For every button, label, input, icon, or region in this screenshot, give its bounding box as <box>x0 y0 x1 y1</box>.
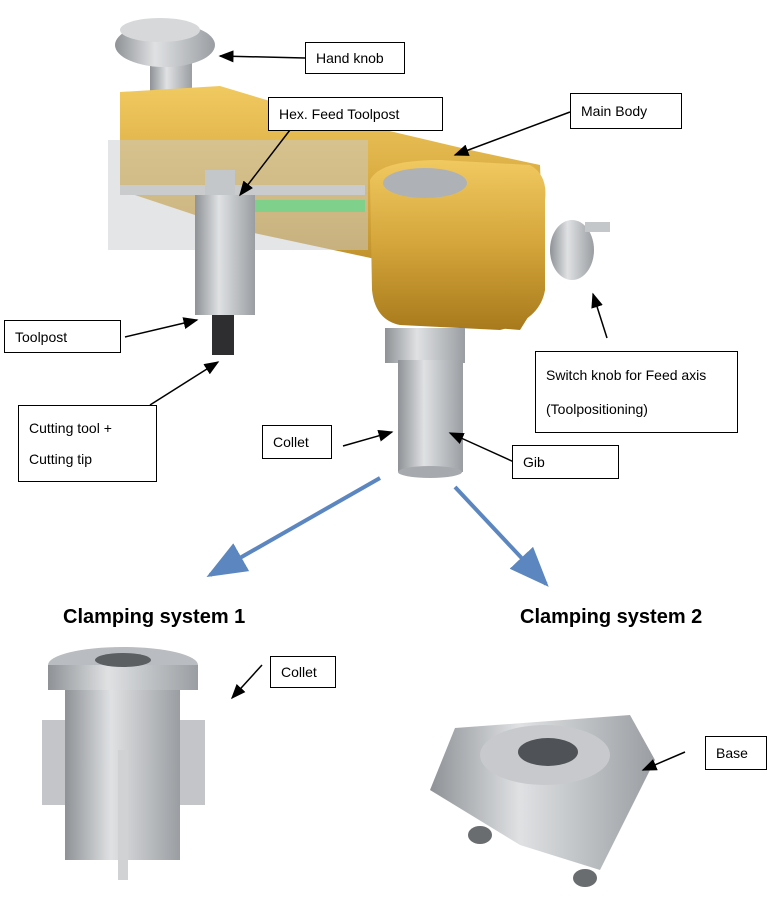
switch-knob-line2: (Toolpositioning) <box>546 401 648 417</box>
label-base: Base <box>705 736 767 770</box>
label-switch-knob: Switch knob for Feed axis (Toolpositioni… <box>535 351 738 433</box>
switch-knob-line1: Switch knob for Feed axis <box>546 367 707 383</box>
collet-part <box>385 328 465 478</box>
clamping-system-2-photo <box>430 715 655 887</box>
blue-arrows <box>206 476 549 587</box>
heading-clamping-system-1: Clamping system 1 <box>63 606 246 628</box>
label-cutting-tool: Cutting tool + Cutting tip <box>18 405 157 482</box>
heading-clamping-system-2: Clamping system 2 <box>520 606 703 628</box>
hand-knob-part <box>115 18 215 100</box>
toolpost-part <box>195 170 255 355</box>
switch-knob-part <box>550 220 610 280</box>
label-toolpost: Toolpost <box>4 320 121 353</box>
cutting-line2: Cutting tip <box>29 451 93 468</box>
label-collet: Collet <box>262 425 332 459</box>
label-hand-knob: Hand knob <box>305 42 405 74</box>
cutting-line1: Cutting tool + <box>29 419 112 436</box>
clamping-system-1-photo <box>42 647 205 880</box>
label-collet-2: Collet <box>270 656 336 688</box>
label-hex-feed-toolpost: Hex. Feed Toolpost <box>268 97 443 131</box>
callout-arrows <box>124 50 686 771</box>
label-main-body: Main Body <box>570 93 682 129</box>
label-gib: Gib <box>512 445 619 479</box>
